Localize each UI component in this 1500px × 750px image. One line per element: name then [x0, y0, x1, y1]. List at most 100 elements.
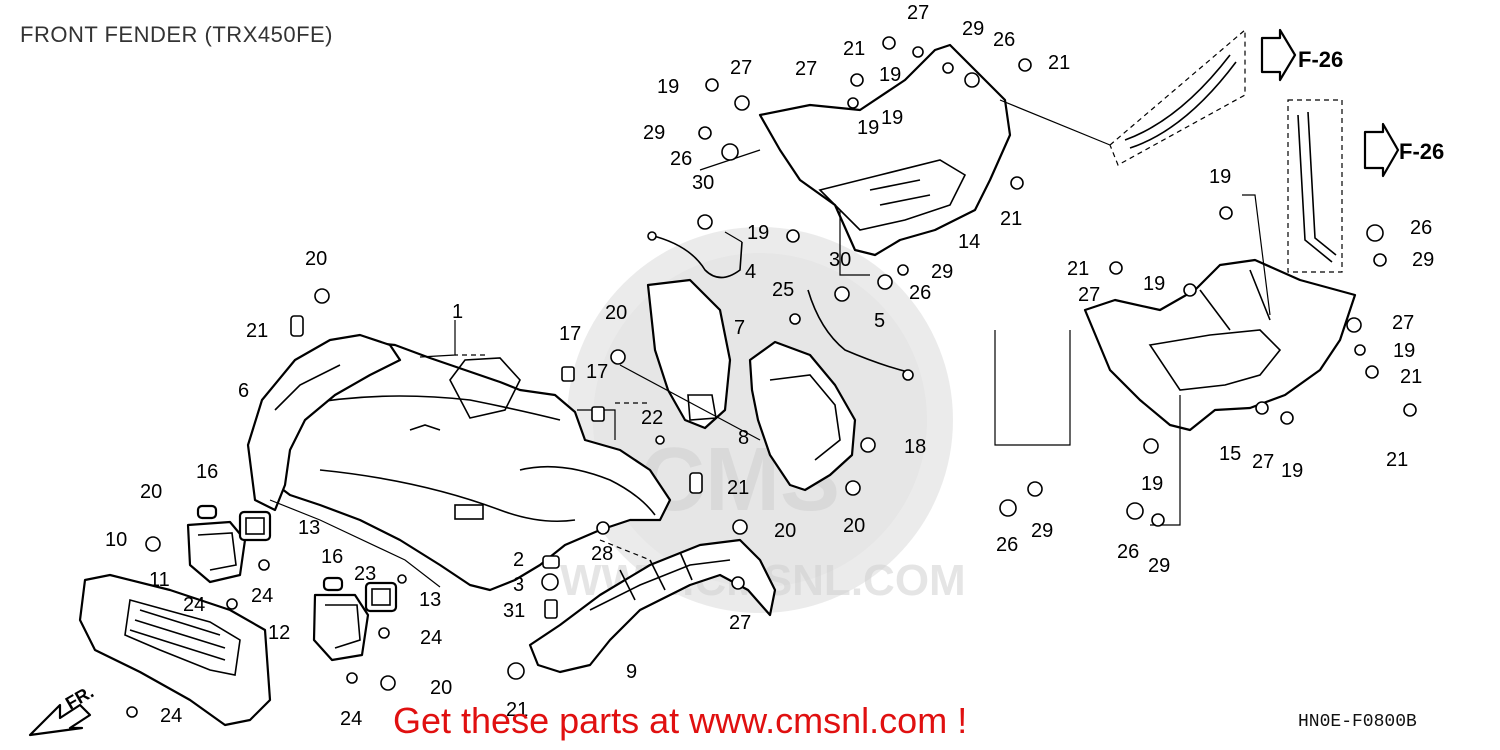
- part-16-cushion: [196, 504, 344, 592]
- callout-29d: 29: [1412, 249, 1434, 271]
- callout-24a: 24: [183, 594, 205, 616]
- part-4-cable: [647, 231, 743, 279]
- callout-20a: 20: [305, 248, 327, 270]
- callout-10: 10: [105, 529, 127, 551]
- callout-18: 18: [904, 436, 926, 458]
- cta-banner[interactable]: Get these parts at www.cmsnl.com !: [393, 700, 968, 741]
- callout-14: 14: [958, 231, 980, 253]
- callout-26c: 26: [909, 282, 931, 304]
- f26-lower-bracket: [1287, 99, 1400, 273]
- callout-11: 11: [149, 569, 170, 591]
- callout-19d: 19: [881, 107, 903, 129]
- callout-25: 25: [772, 279, 794, 301]
- callout-29a: 29: [643, 122, 665, 144]
- callout-20d: 20: [774, 520, 796, 542]
- part-15-footrest: [1083, 258, 1357, 432]
- callout-24c: 24: [420, 627, 442, 649]
- callout-21a: 21: [246, 320, 268, 342]
- callout-20e: 20: [843, 515, 865, 537]
- callout-21h: 21: [727, 477, 749, 499]
- callout-26f: 26: [1117, 541, 1139, 563]
- callout-17: 17: [559, 323, 581, 345]
- callout-27g: 27: [729, 612, 751, 634]
- callout-numbers: 1 2 3 4 5 6 7 8 9 10 11 12 13 13 14 15 1…: [105, 2, 1434, 730]
- callout-22: 22: [641, 407, 663, 429]
- diagram-code: HN0E-F0800B: [1298, 712, 1417, 732]
- callout-19f: 19: [1209, 166, 1231, 188]
- part-6-fender-flap: [246, 333, 402, 512]
- diagram-title: FRONT FENDER (TRX450FE): [20, 22, 334, 47]
- callout-27e: 27: [1392, 312, 1414, 334]
- callout-21c: 21: [1048, 52, 1070, 74]
- part-11-bracket: [186, 520, 247, 584]
- callout-12: 12: [268, 622, 290, 644]
- callout-21b: 21: [843, 38, 865, 60]
- callout-29c: 29: [931, 261, 953, 283]
- callout-21f: 21: [1400, 366, 1422, 388]
- callout-24e: 24: [340, 708, 362, 730]
- part-13-rubber-mount: [238, 510, 398, 613]
- callout-24d: 24: [160, 705, 182, 727]
- part-7-mud-guard: [646, 278, 732, 430]
- callout-27f: 27: [1252, 451, 1274, 473]
- callout-19e: 19: [747, 222, 769, 244]
- callout-5: 5: [874, 310, 885, 332]
- callout-16b: 16: [321, 546, 343, 568]
- callout-29f: 29: [1148, 555, 1170, 577]
- leader-lines: [269, 99, 1271, 588]
- callout-23: 23: [354, 563, 376, 585]
- callout-20b: 20: [140, 481, 162, 503]
- callout-9: 9: [626, 661, 637, 683]
- callout-13: 13: [298, 517, 320, 539]
- callout-30a: 30: [692, 172, 714, 194]
- front-direction-arrow: [28, 703, 92, 737]
- callout-19i: 19: [1281, 460, 1303, 482]
- callout-19b: 19: [879, 64, 901, 86]
- callout-26b: 26: [993, 29, 1015, 51]
- callout-6: 6: [238, 380, 249, 402]
- callout-27d: 27: [1078, 284, 1100, 306]
- callout-27c: 27: [795, 58, 817, 80]
- callout-19g: 19: [1143, 273, 1165, 295]
- part-10-grille-cover: [78, 573, 272, 727]
- callout-19a: 19: [657, 76, 679, 98]
- part-9-fender-flap: [528, 538, 777, 674]
- part-8-inner-cover: [748, 340, 857, 492]
- callout-26a: 26: [670, 148, 692, 170]
- callout-17b: 17: [586, 361, 608, 383]
- part-1-front-fender: [253, 338, 672, 592]
- callout-8: 8: [738, 427, 749, 449]
- callout-29b: 29: [962, 18, 984, 40]
- callout-2: 2: [513, 549, 524, 571]
- callout-27b: 27: [907, 2, 929, 24]
- callout-28: 28: [591, 543, 613, 565]
- callout-27a: 27: [730, 57, 752, 79]
- f26-upper-bracket: [1109, 28, 1297, 166]
- callout-19j: 19: [1141, 473, 1163, 495]
- callout-4: 4: [745, 261, 756, 283]
- callout-21d: 21: [1000, 208, 1022, 230]
- callout-21i: 21: [506, 699, 528, 721]
- ref-label-f26-upper: F-26: [1298, 47, 1343, 72]
- callout-31: 31: [503, 600, 525, 622]
- part-12-bracket: [312, 593, 370, 662]
- callout-3: 3: [513, 574, 524, 596]
- callout-21e: 21: [1067, 258, 1089, 280]
- callout-19h: 19: [1393, 340, 1415, 362]
- callout-16: 16: [196, 461, 218, 483]
- callout-24b: 24: [251, 585, 273, 607]
- fasteners: [126, 36, 1417, 718]
- callout-13b: 13: [419, 589, 441, 611]
- part-14-footrest: [758, 43, 1012, 257]
- callout-1: 1: [452, 301, 463, 323]
- callout-26e: 26: [996, 534, 1018, 556]
- callout-20c: 20: [605, 302, 627, 324]
- callout-15: 15: [1219, 443, 1241, 465]
- callout-7: 7: [734, 317, 745, 339]
- callout-29e: 29: [1031, 520, 1053, 542]
- callout-19c: 19: [857, 117, 879, 139]
- direction-label: FR.: [62, 682, 97, 714]
- callout-21g: 21: [1386, 449, 1408, 471]
